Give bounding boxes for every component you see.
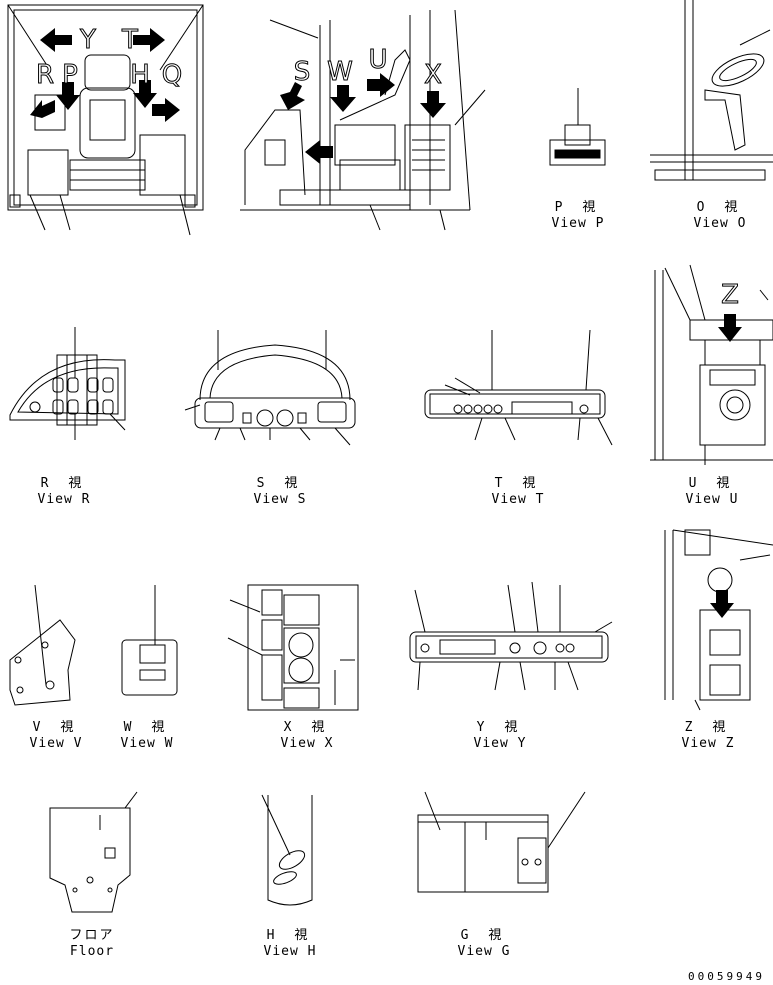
view-r-drawing [9, 327, 126, 440]
cab-top-view [7, 4, 204, 236]
cab-direction-arrows [30, 28, 180, 122]
view-v-drawing [9, 584, 76, 706]
view-o-drawing [650, 0, 773, 181]
letter-u: U [368, 45, 388, 76]
letter-r: R [35, 60, 55, 91]
letter-z: Z [721, 280, 740, 311]
cab-side-view [240, 9, 486, 231]
view-z-drawing [664, 529, 773, 711]
cab-side-arrows [280, 73, 446, 164]
letter-t: T [122, 25, 139, 56]
view-y-drawing [409, 581, 613, 691]
letter-w: W [327, 57, 354, 88]
letter-p: P [62, 60, 79, 91]
letter-h: H [130, 60, 151, 91]
view-t-drawing [424, 329, 613, 446]
view-z-arrow [710, 590, 734, 618]
view-s-drawing [184, 330, 356, 446]
letter-x: X [424, 60, 443, 91]
view-h-drawing [261, 794, 313, 906]
letter-q: Q [161, 60, 183, 91]
document-number: 00059949 [688, 970, 765, 983]
view-w-drawing [121, 585, 178, 696]
letter-s: S [293, 57, 311, 88]
view-x-drawing [227, 584, 359, 711]
view-p-drawing [549, 88, 606, 166]
view-u-arrow [718, 314, 742, 342]
view-u-drawing [650, 264, 773, 465]
floor-drawing [49, 791, 138, 913]
view-g-drawing [417, 791, 586, 893]
letter-y: Y [80, 25, 97, 56]
